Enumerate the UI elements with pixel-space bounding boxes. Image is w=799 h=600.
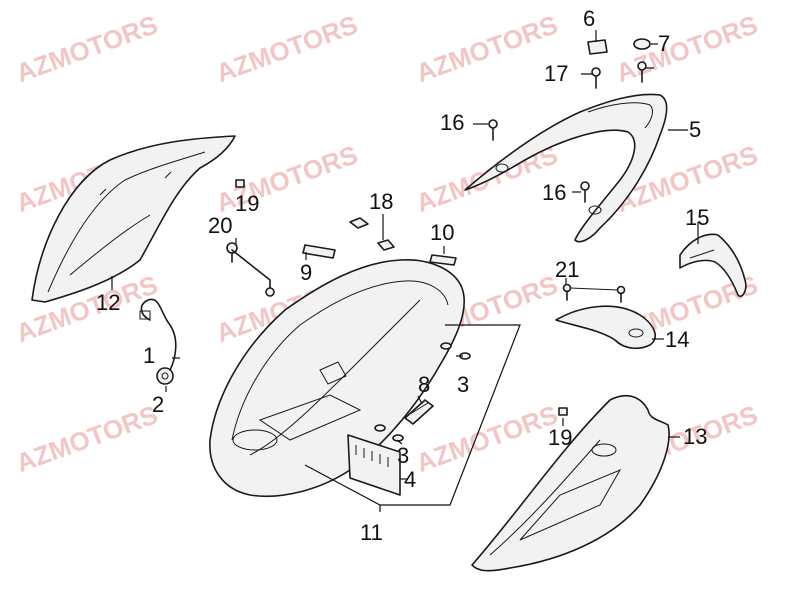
part-10-clip: [429, 254, 457, 266]
callout-17: 17: [544, 61, 569, 86]
callout-2: 2: [152, 392, 165, 417]
part-7-cap: [633, 38, 651, 50]
part-21-screws: [562, 283, 626, 303]
callout-6: 6: [583, 6, 596, 31]
callout-4: 4: [404, 467, 417, 492]
part-4-flap: [347, 434, 401, 496]
callout-20: 20: [208, 213, 233, 238]
callout-13: 13: [683, 424, 708, 449]
callout-3: 3: [457, 372, 470, 397]
part-18-grommet: [349, 217, 395, 251]
part-13-side-cover-right: [471, 394, 670, 572]
part-9-bracket: [302, 244, 336, 259]
callout-8: 8: [418, 372, 431, 397]
callout-11: 11: [360, 520, 383, 545]
callout-5: 5: [689, 117, 702, 142]
callout-16: 16: [542, 180, 567, 205]
part-11-helmet-box: [209, 259, 521, 512]
part-20-bolt-strap: [226, 242, 275, 297]
part-19-clip-right: [558, 407, 568, 416]
callout-18: 18: [369, 189, 394, 214]
callout-1: 1: [143, 343, 156, 368]
callout-12: 12: [96, 290, 121, 315]
part-16-bolts: [488, 119, 590, 203]
part-1-2-cable: [139, 298, 177, 385]
part-15-bracket: [679, 233, 747, 298]
callout-19: 19: [548, 425, 573, 450]
callout-16: 16: [440, 110, 465, 135]
part-17-bolts: [591, 61, 647, 89]
callout-21: 21: [555, 257, 580, 282]
callout-3: 3: [397, 443, 410, 468]
callout-9: 9: [300, 260, 313, 285]
part-5-grab-rail: [464, 93, 668, 243]
part-6-cap: [587, 39, 608, 55]
part-14-cover: [555, 305, 656, 350]
callout-19: 19: [235, 191, 260, 216]
callout-15: 15: [685, 205, 710, 230]
part-8-plate: [404, 399, 434, 425]
callout-14: 14: [665, 327, 690, 352]
part-12-side-cover-left: [31, 135, 236, 303]
leader-lines: [111, 30, 699, 480]
part-19-clip-left: [235, 179, 245, 188]
callout-7: 7: [658, 31, 671, 56]
callout-10: 10: [430, 220, 455, 245]
